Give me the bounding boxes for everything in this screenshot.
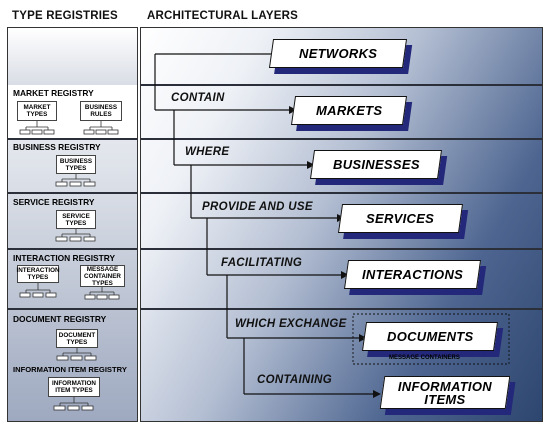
interaction-types-box: INTERACTION TYPES xyxy=(16,265,60,283)
registry-separator xyxy=(8,138,137,140)
service-types-box: SERVICE TYPES xyxy=(56,210,96,229)
market-registry-tree xyxy=(19,121,119,135)
type-registries-blank-top xyxy=(8,28,137,85)
networks-label: NETWORKS xyxy=(298,46,378,61)
interaction-registry-title: INTERACTION REGISTRY xyxy=(13,253,116,263)
documents-label: DOCUMENTS xyxy=(386,329,474,344)
market-registry-title: MARKET REGISTRY xyxy=(13,88,94,98)
verb-where: WHERE xyxy=(185,146,230,158)
registry-separator xyxy=(8,308,137,310)
type-registries-column: MARKET REGISTRY MARKET TYPES BUSINESS RU… xyxy=(7,27,138,422)
layer-separator xyxy=(141,192,542,194)
service-registry: SERVICE REGISTRY SERVICE TYPES xyxy=(8,194,137,248)
documents-box: DOCUMENTS xyxy=(361,322,499,351)
information-items-box: INFORMATION ITEMS xyxy=(379,376,511,409)
verb-provide-and-use: PROVIDE AND USE xyxy=(202,201,313,213)
interactions-label: INTERACTIONS xyxy=(361,267,464,282)
verb-contain: CONTAIN xyxy=(171,92,225,104)
networks-box: NETWORKS xyxy=(268,39,408,68)
interaction-registry: INTERACTION REGISTRY INTERACTION TYPES M… xyxy=(8,250,137,308)
verb-which-exchange: WHICH EXCHANGE xyxy=(235,318,347,330)
information-item-registry: INFORMATION ITEM REGISTRY INFORMATION IT… xyxy=(8,365,137,422)
business-types-box: BUSINESS TYPES xyxy=(56,155,96,174)
markets-box: MARKETS xyxy=(290,96,408,125)
message-containers-label: MESSAGE CONTAINERS xyxy=(389,355,460,361)
verb-containing: CONTAINING xyxy=(257,374,332,386)
businesses-box: BUSINESSES xyxy=(309,150,443,179)
document-registry-title: DOCUMENT REGISTRY xyxy=(13,314,107,324)
layer-separator xyxy=(141,84,542,86)
market-registry: MARKET REGISTRY MARKET TYPES BUSINESS RU… xyxy=(8,85,137,139)
information-item-types-box: INFORMATION ITEM TYPES xyxy=(48,377,100,397)
type-registries-header: TYPE REGISTRIES xyxy=(12,10,118,22)
registry-separator xyxy=(8,192,137,194)
information-item-registry-title: INFORMATION ITEM REGISTRY xyxy=(13,365,127,374)
document-registry: DOCUMENT REGISTRY DOCUMENT TYPES xyxy=(8,310,137,365)
businesses-label: BUSINESSES xyxy=(332,157,420,172)
architectural-layers-header: ARCHITECTURAL LAYERS xyxy=(147,10,298,22)
services-box: SERVICES xyxy=(337,204,464,233)
registry-separator xyxy=(8,248,137,250)
services-label: SERVICES xyxy=(366,211,435,226)
service-registry-title: SERVICE REGISTRY xyxy=(13,197,95,207)
layer-separator xyxy=(141,248,542,250)
interaction-registry-tree xyxy=(19,283,120,300)
business-registry-title: BUSINESS REGISTRY xyxy=(13,142,101,152)
document-types-box: DOCUMENT TYPES xyxy=(56,329,98,348)
business-registry: BUSINESS REGISTRY BUSINESS TYPES xyxy=(8,140,137,192)
layer-separator xyxy=(141,308,542,310)
message-container-types-box: MESSAGE CONTAINER TYPES xyxy=(80,265,125,287)
service-registry-tree xyxy=(55,229,96,242)
layer-separator xyxy=(141,138,542,140)
markets-label: MARKETS xyxy=(315,103,383,118)
market-types-box: MARKET TYPES xyxy=(17,101,57,121)
business-registry-tree xyxy=(55,174,96,187)
business-rules-box: BUSINESS RULES xyxy=(80,101,122,121)
architectural-layers-panel: NETWORKS MARKETS BUSINESSES SERVICES INT… xyxy=(140,27,543,422)
document-registry-tree xyxy=(56,348,97,361)
information-items-label: INFORMATION ITEMS xyxy=(397,378,493,407)
verb-facilitating: FACILITATING xyxy=(221,257,303,269)
interactions-box: INTERACTIONS xyxy=(343,260,482,289)
information-item-registry-tree xyxy=(53,397,94,411)
